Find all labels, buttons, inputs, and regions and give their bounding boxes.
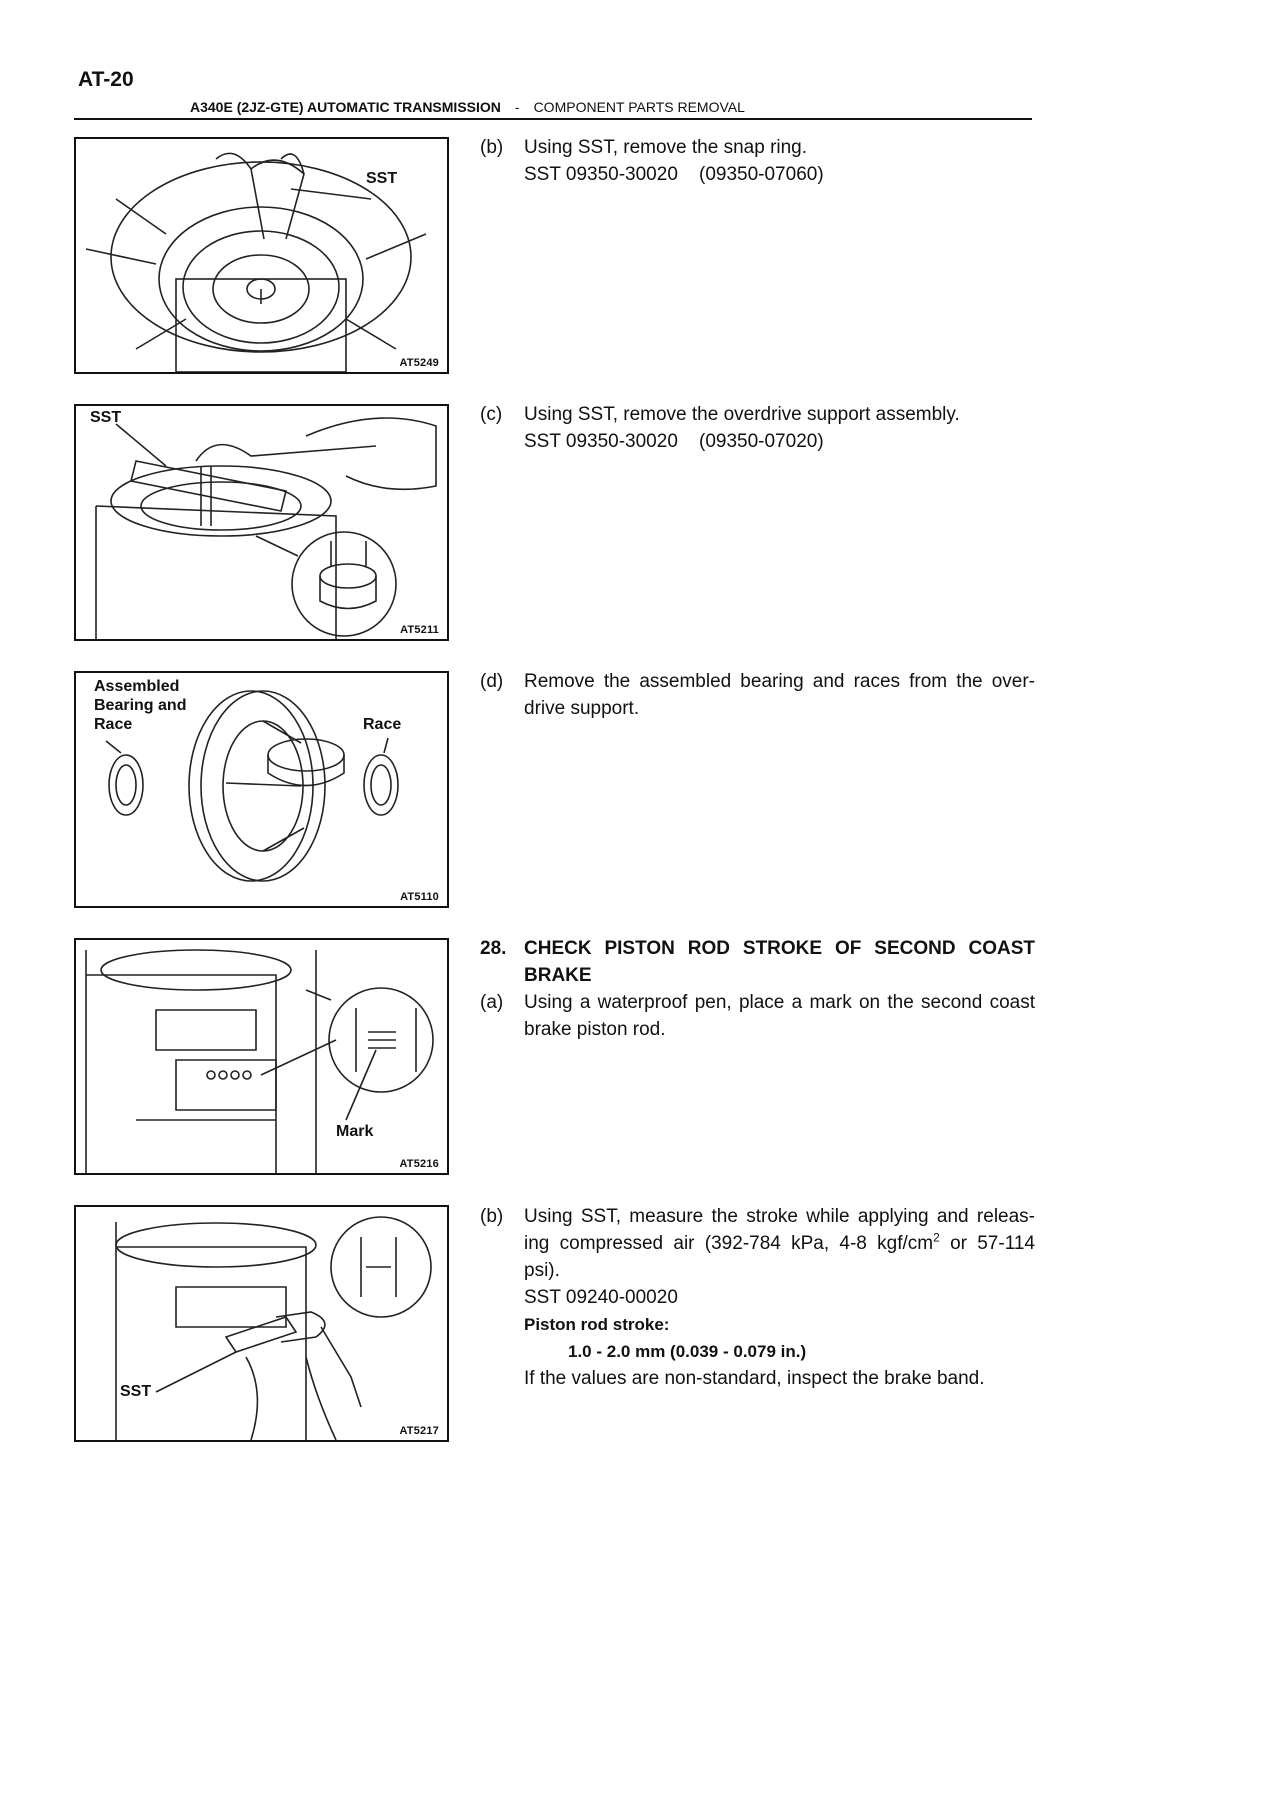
figure-piston-rod-stroke-measure: SST AT5217 xyxy=(74,1205,449,1442)
step-tag: (d) xyxy=(480,671,504,692)
snap-ring-removal-illustration xyxy=(85,152,427,372)
header-section: COMPONENT PARTS REMOVAL xyxy=(533,99,745,115)
running-header: A340E (2JZ-GTE) AUTOMATIC TRANSMISSION-C… xyxy=(190,99,745,115)
step-sst: SST 09240-00020 xyxy=(524,1287,678,1308)
piston-rod-stroke-measure-illustration xyxy=(115,1216,432,1440)
step-b-measure-stroke: (b) Using SST, measure the stroke while … xyxy=(480,1203,1035,1392)
step-d-bearing-races: (d) Remove the assembled bearing and rac… xyxy=(480,668,1035,722)
figure-code: AT5217 xyxy=(399,1425,439,1437)
label-race-right: Race xyxy=(363,716,402,733)
step-tag: (b) xyxy=(480,1206,504,1227)
step-tag: (b) xyxy=(480,137,504,158)
piston-rod-mark-illustration xyxy=(85,949,434,1173)
label-assembled: Assembled xyxy=(94,678,180,695)
step-a-mark-piston-rod: (a) Using a waterproof pen, place a mark… xyxy=(480,989,1035,1043)
step-text-end: or 57-114 psi). xyxy=(524,1233,1035,1281)
label-sst: SST xyxy=(366,170,398,187)
label-race-left: Race xyxy=(94,716,133,733)
step-text-main: Using SST, measure the stroke while appl… xyxy=(524,1206,1035,1254)
spec-value: 1.0 - 2.0 mm (0.039 - 0.079 in.) xyxy=(568,1342,807,1361)
overdrive-support-removal-illustration xyxy=(95,417,437,639)
step-sst: SST 09350-30020 (09350-07060) xyxy=(524,164,824,185)
bearing-races-illustration xyxy=(105,690,399,882)
page-number: AT-20 xyxy=(78,68,134,91)
figure-code: AT5249 xyxy=(399,357,439,369)
figure-snap-ring-removal: SST AT5249 xyxy=(74,137,449,374)
step-b-snap-ring: (b) Using SST, remove the snap ring. SST… xyxy=(480,134,1035,188)
step-text: Using SST, remove the overdrive support … xyxy=(524,404,960,425)
section-title: CHECK PISTON ROD STROKE OF SECOND COAST … xyxy=(524,938,1035,986)
figure-piston-rod-mark: Mark AT5216 xyxy=(74,938,449,1175)
superscript: 2 xyxy=(933,1230,940,1245)
step-text: Remove the assembled bearing and races f… xyxy=(524,671,1035,719)
figure-code: AT5110 xyxy=(400,891,439,903)
figure-bearing-races: Assembled Bearing and Race Race AT5110 xyxy=(74,671,449,908)
label-sst: SST xyxy=(90,409,122,426)
step-c-overdrive-support: (c) Using SST, remove the overdrive supp… xyxy=(480,401,1035,455)
label-bearing-and: Bearing and xyxy=(94,697,187,714)
figure-code: AT5216 xyxy=(399,1158,439,1170)
section-28-heading: 28. CHECK PISTON ROD STROKE OF SECOND CO… xyxy=(480,935,1035,989)
spec-label: Piston rod stroke: xyxy=(524,1315,670,1334)
label-sst: SST xyxy=(120,1383,152,1400)
step-tag: (a) xyxy=(480,992,504,1013)
figure-code: AT5211 xyxy=(400,624,439,636)
header-model: A340E (2JZ-GTE) AUTOMATIC TRANSMISSION xyxy=(190,99,501,115)
step-text: Using SST, remove the snap ring. xyxy=(524,137,808,158)
section-number: 28. xyxy=(480,938,507,959)
step-text: Using SST, measure the stroke while appl… xyxy=(524,1203,1035,1284)
label-mark: Mark xyxy=(336,1123,374,1140)
header-separator: - xyxy=(514,99,520,115)
step-text: Using a waterproof pen, place a mark on … xyxy=(524,992,1035,1040)
step-sst: SST 09350-30020 (09350-07020) xyxy=(524,431,824,452)
step-note: If the values are non-standard, inspect … xyxy=(524,1368,985,1389)
step-tag: (c) xyxy=(480,404,503,425)
header-rule xyxy=(74,118,1032,120)
figure-overdrive-support-removal: SST AT5211 xyxy=(74,404,449,641)
